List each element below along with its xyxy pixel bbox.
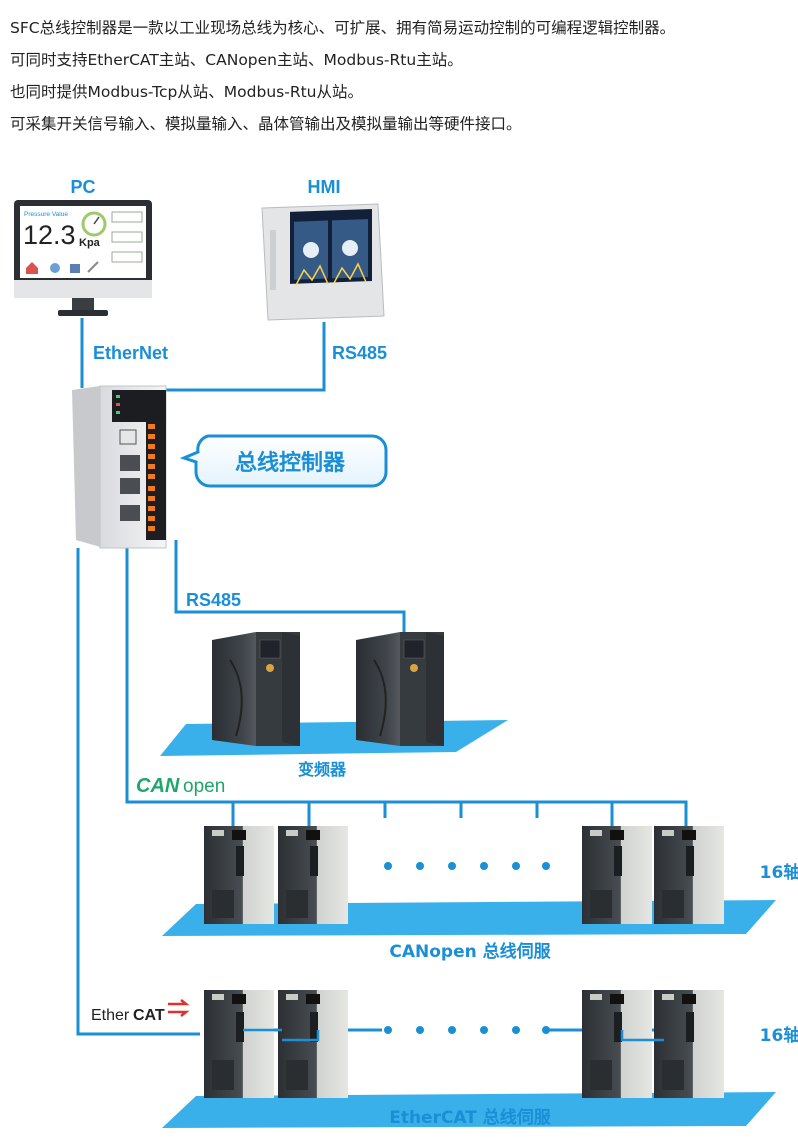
canopen-logo-can: CAN <box>136 775 180 797</box>
intro-line-1: SFC总线控制器是一款以工业现场总线为核心、可扩展、拥有简易运动控制的可编程逻辑… <box>10 19 676 37</box>
ethercat-logo: Ether CAT <box>91 999 190 1024</box>
rs485-top-label: RS485 <box>332 343 387 363</box>
canopen-ellipsis <box>384 862 550 870</box>
canopen-logo-open: open <box>183 776 225 797</box>
pc-screen-title: Pressure Value <box>24 211 68 218</box>
ethercat-caption: EtherCAT 总线伺服 <box>389 1107 552 1128</box>
ethercat-servo-4 <box>654 990 724 1098</box>
controller-bubble: 总线控制器 <box>179 434 388 488</box>
line-rs485-inverter <box>174 540 406 633</box>
pc-screen-value: 12.3 <box>23 220 76 250</box>
bus-controller-device <box>72 385 167 549</box>
ethercat-ellipsis <box>384 1026 550 1034</box>
ethernet-label: EtherNet <box>93 343 168 363</box>
ethercat-arrow-icon <box>168 999 190 1017</box>
intro-text: SFC总线控制器是一款以工业现场总线为核心、可扩展、拥有简易运动控制的可编程逻辑… <box>10 18 795 146</box>
pc-label: PC <box>70 177 95 197</box>
canopen-servo-3 <box>582 826 652 924</box>
canopen-servo-2 <box>278 826 348 924</box>
intro-line-4: 可采集开关信号输入、模拟量输入、晶体管输出及模拟量输出等硬件接口。 <box>10 115 522 133</box>
inverter-2 <box>356 632 444 746</box>
ethercat-platform <box>162 1092 776 1128</box>
hmi-panel <box>261 203 385 321</box>
lock-icon <box>70 264 80 273</box>
ethercat-logo-cat: CAT <box>133 1007 165 1024</box>
intro-line-2: 可同时支持EtherCAT主站、CANopen主站、Modbus-Rtu主站。 <box>10 51 463 69</box>
line-ethercat-bus <box>76 548 200 1036</box>
ethercat-logo-ether: Ether <box>91 1007 130 1024</box>
pc-monitor: Pressure Value 12.3 Kpa <box>14 200 152 316</box>
canopen-servos <box>204 826 724 924</box>
canopen-logo: CAN open <box>136 775 225 797</box>
line-canopen-bus <box>125 548 688 826</box>
intro-line-3: 也同时提供Modbus-Tcp从站、Modbus-Rtu从站。 <box>10 83 363 101</box>
canopen-servo-1 <box>204 826 274 924</box>
gauge-icon <box>81 211 107 237</box>
ethercat-axis-count: 16轴 <box>760 1025 798 1046</box>
ethercat-servos <box>204 990 724 1098</box>
ethercat-servo-3 <box>582 990 652 1098</box>
hmi-label: HMI <box>308 177 341 197</box>
ethercat-servo-2 <box>278 990 348 1098</box>
home-icon <box>26 262 38 274</box>
inverter-caption: 变频器 <box>298 760 347 779</box>
ethercat-servo-1 <box>204 990 274 1098</box>
pc-screen-unit: Kpa <box>79 237 101 249</box>
canopen-caption: CANopen 总线伺服 <box>389 941 551 962</box>
rs485-mid-label: RS485 <box>186 590 241 610</box>
connection-lines <box>76 318 688 1036</box>
canopen-servo-4 <box>654 826 724 924</box>
ethercat-servo-links <box>243 1028 664 1042</box>
tool-icon <box>87 261 99 273</box>
line-hmi-rs485 <box>164 322 326 392</box>
controller-bubble-text: 总线控制器 <box>235 450 346 476</box>
canopen-axis-count: 16轴 <box>760 862 798 883</box>
globe-icon <box>50 263 60 273</box>
inverter-1 <box>212 632 300 746</box>
